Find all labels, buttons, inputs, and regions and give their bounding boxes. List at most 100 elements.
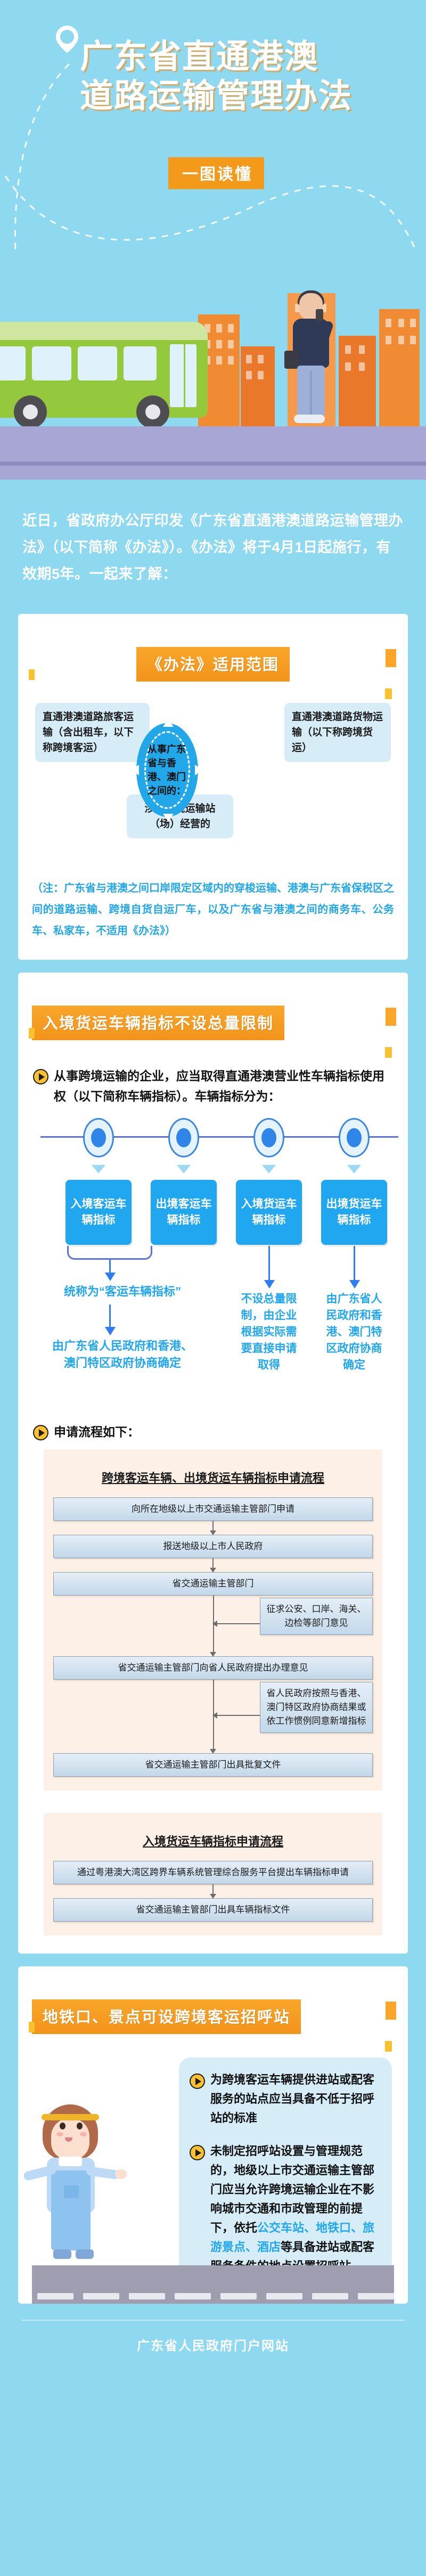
outbound-cargo-note: 由广东省人民政府和香港、澳门特区政府协商确定 bbox=[326, 1293, 382, 1371]
deco-square-bottom-right bbox=[385, 1047, 392, 1058]
timeline-axis bbox=[40, 1136, 398, 1138]
indicator-node-2 bbox=[168, 1118, 199, 1157]
scope-center-ellipse: 从事广东省与香港、澳门之间的： bbox=[136, 723, 198, 817]
building-2 bbox=[241, 346, 275, 426]
play-triangle-icon bbox=[33, 1069, 48, 1084]
footer-divider bbox=[21, 2320, 405, 2321]
indicator-node-3 bbox=[253, 1118, 284, 1157]
play-triangle-icon bbox=[33, 1425, 48, 1440]
deco-square-top-right bbox=[386, 2002, 396, 2020]
page-title: 广东省直通港澳 道路运输管理办法 bbox=[80, 37, 410, 116]
bus-wheel-rear bbox=[136, 395, 169, 428]
station-bullet-1: 为跨境客运车辆提供进站或配客服务的站点应当具备不低于招呼站的标准 bbox=[190, 2070, 380, 2128]
flow-arrow-icon bbox=[210, 1884, 216, 1899]
flow1-step-4: 省交通运输主管部门出具批复文件 bbox=[53, 1753, 373, 1777]
bus-illustration bbox=[0, 320, 208, 428]
scope-box-cargo: 直通港澳道路货物运输（以下称跨境货运） bbox=[284, 703, 391, 762]
page-title-line1: 广东省直通港澳 bbox=[80, 38, 319, 75]
inbound-cargo-arrow bbox=[264, 1246, 275, 1289]
flow-arrow-icon bbox=[210, 1521, 216, 1535]
station-bullet-2: 未制定招呼站设置与管理规范的，地级以上市交通运输主管部门应当允许跨境运输企业在不… bbox=[190, 2142, 380, 2276]
play-triangle-icon bbox=[190, 2073, 205, 2089]
deco-square-top-right bbox=[386, 649, 396, 667]
indicator-box-1: 出境客运车辆指标 bbox=[151, 1180, 217, 1245]
indicator-caret-2 bbox=[177, 1165, 191, 1173]
page-subtitle-badge: 一图读懂 bbox=[168, 157, 264, 189]
section-scope-card: 《办法》适用范围 直通港澳道路旅客运输（含出租车，以下称跨境客运） 直通港澳道路… bbox=[18, 614, 408, 960]
building-4 bbox=[339, 336, 376, 426]
flow2-step-1: 省交通运输主管部门出具车辆指标文件 bbox=[53, 1898, 373, 1922]
flow1-side-2-wrap: 省人民政府按照与香港、澳门特区政府协商结果或依工作惯例同意新增指标 bbox=[53, 1680, 373, 1749]
building-5 bbox=[379, 309, 420, 426]
bus-wheel-front bbox=[14, 395, 47, 428]
section-quota-card: 入境货运车辆指标不设总量限制 从事跨境运输的企业，应当取得直通港澳营业性车辆指标… bbox=[18, 973, 408, 1954]
flow1-step-0: 向所在地级以上市交通运输主管部门申请 bbox=[53, 1497, 373, 1521]
station-bubble: 为跨境客运车辆提供进站或配客服务的站点应当具备不低于招呼站的标准 未制定招呼站设… bbox=[179, 2057, 392, 2290]
deco-square-left bbox=[29, 669, 35, 680]
deco-square-bottom-right bbox=[385, 2041, 392, 2052]
scope-center-label: 从事广东省与香港、澳门之间的： bbox=[148, 744, 186, 796]
station-bullet-2-part1: 未制定招呼站设置与管理规范的，地级以上市交通运输主管部门应当允许跨境运输企业在不… bbox=[210, 2144, 375, 2234]
group-result-label: 由广东省人民政府和香港、澳门特区政府协商确定 bbox=[52, 1339, 193, 1370]
arrow-right-icon bbox=[195, 765, 203, 775]
indicator-caret-3 bbox=[262, 1165, 276, 1173]
play-triangle-icon bbox=[190, 2145, 205, 2160]
deco-square-left bbox=[29, 2022, 35, 2032]
inbound-cargo-note: 不设总量限制，由企业根据实际需要直接申请取得 bbox=[241, 1293, 297, 1371]
station-bullet-1-text: 为跨境客运车辆提供进站或配客服务的站点应当具备不低于招呼站的标准 bbox=[210, 2073, 375, 2125]
station-bullet-2-text: 未制定招呼站设置与管理规范的，地级以上市交通运输主管部门应当允许跨境运输企业在不… bbox=[210, 2142, 380, 2276]
indicator-diagram: 入境客运车辆指标 出境客运车辆指标 入境货运车辆指标 出境货运车辆指标 统称为“… bbox=[32, 1112, 398, 1410]
flowchart-1: 跨境客运车辆、出境货运车辆指标申请流程 向所在地级以上市交通运输主管部门申请 报… bbox=[44, 1449, 382, 1791]
station-content: 为跨境客运车辆提供进站或配客服务的站点应当具备不低于招呼站的标准 未制定招呼站设… bbox=[22, 2053, 394, 2304]
girl-illustration-1 bbox=[22, 2104, 127, 2264]
group-brace bbox=[67, 1246, 152, 1260]
indicator-node-1 bbox=[83, 1118, 114, 1157]
quota-bullet-1: 从事跨境运输的企业，应当取得直通港澳营业性车辆指标使用权（以下简称车辆指标）。车… bbox=[33, 1066, 393, 1106]
flow1-side-step-1: 省人民政府按照与香港、澳门特区政府协商结果或依工作惯例同意新增指标 bbox=[260, 1682, 373, 1733]
flowchart-2-title: 入境货运车辆指标申请流程 bbox=[142, 1835, 283, 1848]
flow1-step-3: 省交通运输主管部门向省人民政府提出办理意见 bbox=[53, 1656, 373, 1680]
intro-paragraph: 近日，省政府办公厅印发《广东省直通港澳道路运输管理办法》（以下简称《办法》）。《… bbox=[22, 513, 403, 582]
group-arrow-down bbox=[105, 1260, 116, 1281]
person-illustration bbox=[284, 290, 337, 426]
flow1-side-step-0: 征求公安、口岸、海关、边检等部门意见 bbox=[260, 1598, 373, 1635]
deco-square-bottom-right bbox=[385, 688, 392, 699]
section-quota-header: 入境货运车辆指标不设总量限制 bbox=[32, 1006, 285, 1040]
station-bullet-2-highlight: 公交车站、地铁口、旅游景点、酒店 bbox=[210, 2221, 375, 2254]
scope-note: （注：广东省与港澳之间口岸限定区域内的穿梭运输、港澳与广东省保税区之间的道路运输… bbox=[32, 882, 394, 937]
indicator-caret-4 bbox=[347, 1165, 361, 1173]
indicator-box-2: 入境货运车辆指标 bbox=[236, 1180, 302, 1245]
scope-box-passenger: 直通港澳道路旅客运输（含出租车，以下称跨境客运） bbox=[35, 703, 150, 762]
indicator-box-3: 出境货运车辆指标 bbox=[321, 1180, 387, 1245]
outbound-cargo-arrow bbox=[349, 1246, 360, 1289]
deco-square-left bbox=[29, 1028, 35, 1039]
section-station-card: 地铁口、景点可设跨境客运招呼站 为跨境客运车辆提供进站或配客服务的站点应当具备不… bbox=[18, 1966, 408, 2304]
indicator-caret-1 bbox=[92, 1165, 105, 1173]
flow-arrow-icon bbox=[210, 1749, 216, 1754]
page-title-line2: 道路运输管理办法 bbox=[80, 78, 353, 115]
ground-strip bbox=[32, 2265, 394, 2304]
flowchart-2: 入境货运车辆指标申请流程 通过粤港澳大湾区跨界车辆系统管理综合服务平台提出车辆指… bbox=[44, 1813, 382, 1935]
footer: 广东省人民政府门户网站 bbox=[0, 2320, 426, 2369]
flow-arrow-icon bbox=[210, 1558, 216, 1573]
indicator-box-0: 入境客运车辆指标 bbox=[65, 1180, 132, 1245]
group-label: 统称为“客运车辆指标” bbox=[63, 1285, 181, 1298]
hero-illustration bbox=[0, 250, 426, 480]
hero-banner: 广东省直通港澳 道路运输管理办法 一图读懂 bbox=[0, 0, 426, 480]
scope-diagram: 直通港澳道路旅客运输（含出租车，以下称跨境客运） 直通港澳道路货物运输（以下称跨… bbox=[32, 699, 394, 874]
footer-text: 广东省人民政府门户网站 bbox=[137, 2338, 289, 2353]
quota-bullet-1-text: 从事跨境运输的企业，应当取得直通港澳营业性车辆指标使用权（以下简称车辆指标）。车… bbox=[54, 1069, 384, 1103]
flowchart-1-title: 跨境客运车辆、出境货运车辆指标申请流程 bbox=[101, 1471, 324, 1485]
section-station-header: 地铁口、景点可设跨境客运招呼站 bbox=[32, 1999, 301, 2034]
section-scope-header-wrap: 《办法》适用范围 bbox=[29, 635, 396, 699]
flow1-side-1-wrap: 征求公安、口岸、海关、边检等部门意见 bbox=[53, 1595, 373, 1652]
crosswalk-markings bbox=[32, 2265, 394, 2304]
flow1-step-1: 报送地级以上市人民政府 bbox=[53, 1535, 373, 1558]
arrow-down-icon bbox=[163, 814, 174, 822]
flow-arrow-icon bbox=[210, 1652, 216, 1657]
section-quota-header-wrap: 入境货运车辆指标不设总量限制 bbox=[29, 994, 396, 1058]
group-result-arrow bbox=[105, 1305, 116, 1335]
quota-bullet-2: 申请流程如下： bbox=[33, 1422, 393, 1442]
section-scope-header: 《办法》适用范围 bbox=[136, 647, 290, 682]
